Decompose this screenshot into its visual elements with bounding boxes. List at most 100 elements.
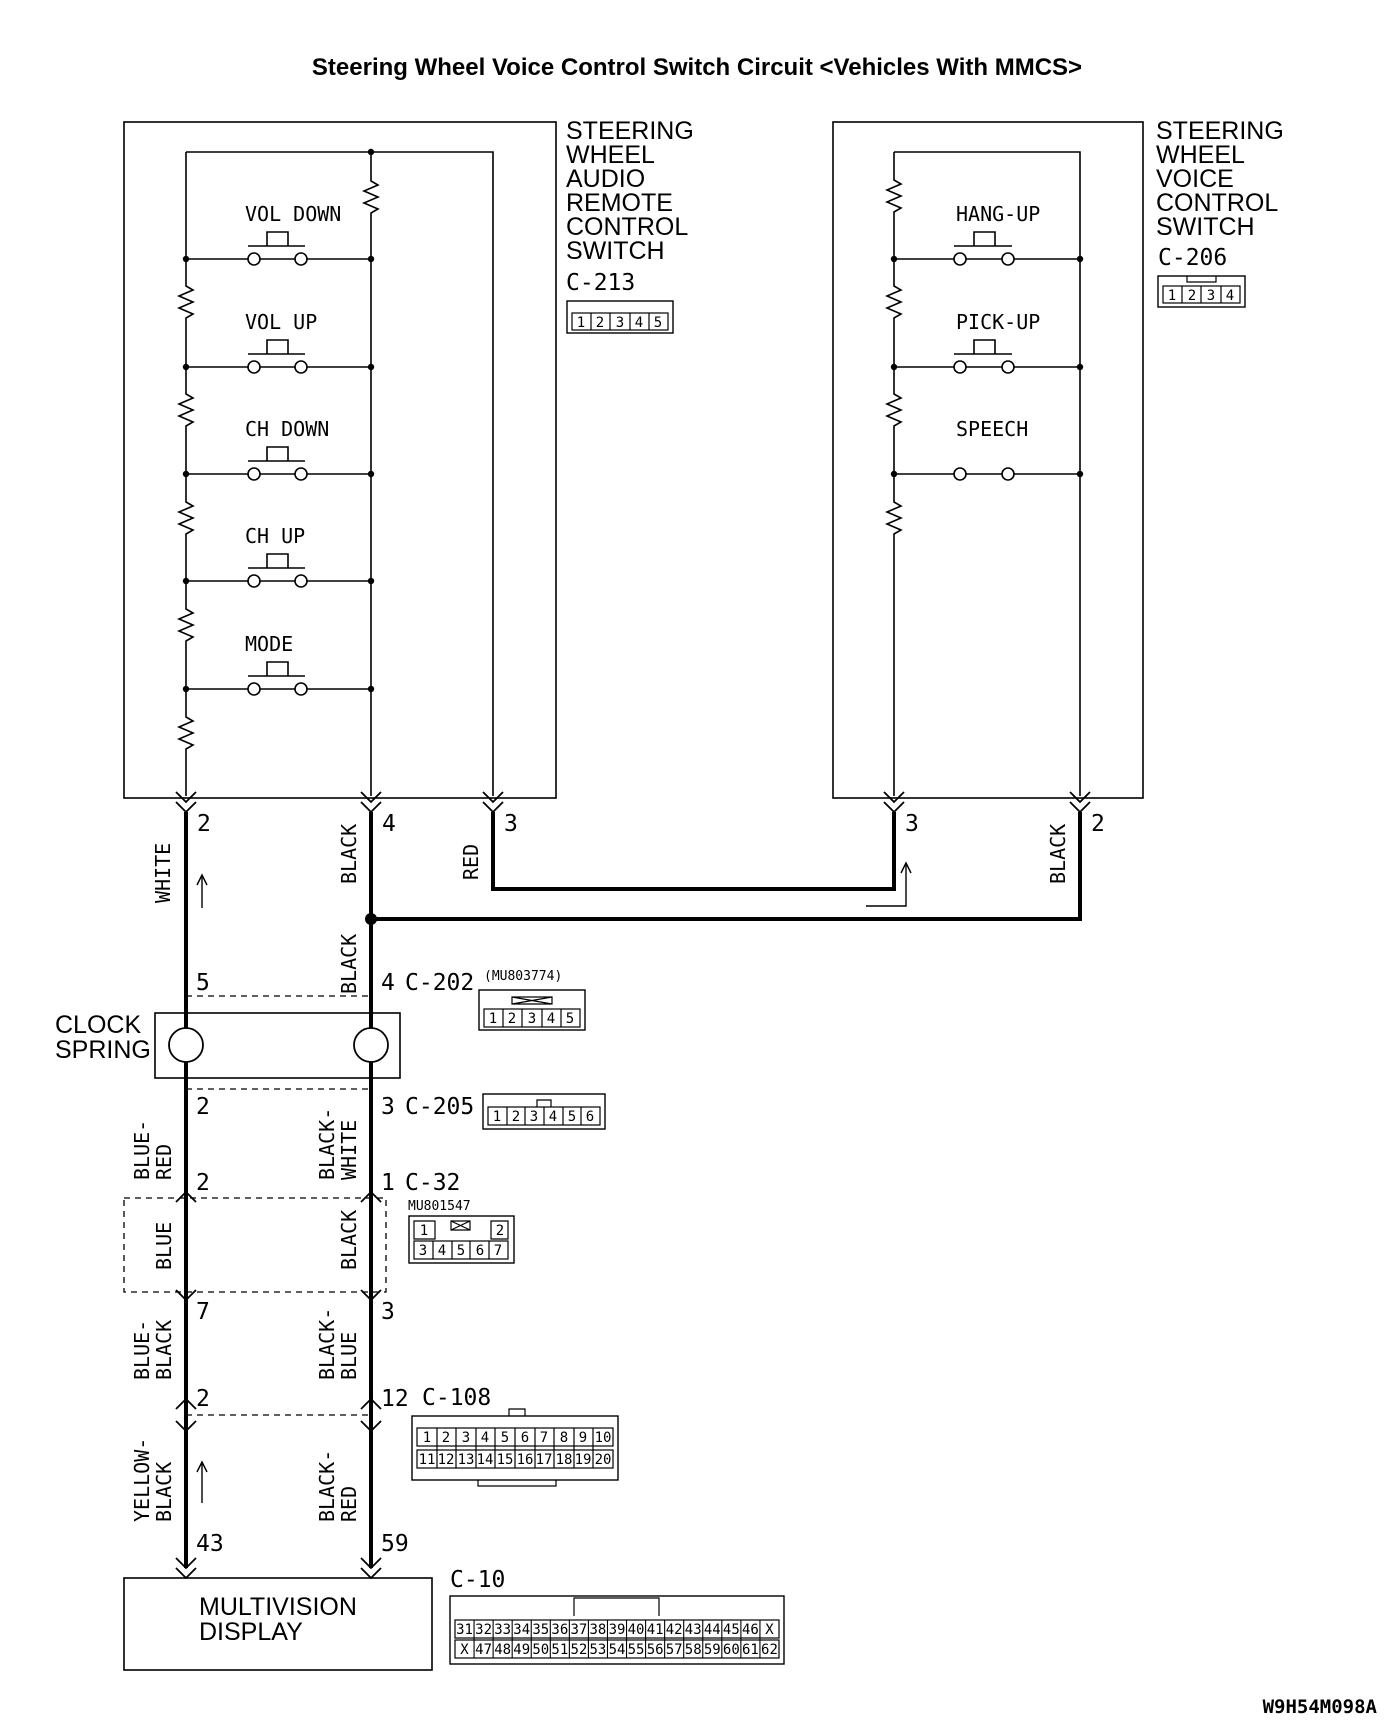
c10-pin: 61 <box>742 1642 759 1658</box>
c10-pin: 58 <box>685 1642 702 1658</box>
voice-switch-name: STEERING WHEEL VOICE CONTROL SWITCH <box>1156 117 1291 241</box>
svg-text:RED: RED <box>152 1144 176 1180</box>
svg-text:RED: RED <box>459 844 483 880</box>
c10-pin: 50 <box>532 1642 549 1658</box>
c10-pin: 52 <box>570 1642 587 1658</box>
audio-switch-frame <box>185 151 494 796</box>
vol-up-label: VOL UP <box>245 310 317 334</box>
hang-up-label: HANG-UP <box>956 202 1040 226</box>
splice-point <box>365 913 377 925</box>
voice-pin-red: 3 <box>905 811 919 837</box>
c10-pin: 45 <box>723 1622 740 1638</box>
svg-text:2: 2 <box>196 1386 210 1412</box>
c10-pin: 56 <box>647 1642 664 1658</box>
c32-part-number: MU801547 <box>408 1199 471 1214</box>
audio-ladder-resistors <box>176 259 196 796</box>
c10-pin: 41 <box>647 1622 664 1638</box>
c10-pin: 48 <box>494 1642 511 1658</box>
audio-switch-name: STEERING WHEEL AUDIO REMOTE CONTROL SWIT… <box>566 117 701 265</box>
c10-pin: 46 <box>742 1622 759 1638</box>
svg-text:YELLOW-: YELLOW- <box>130 1438 154 1522</box>
svg-text:BLUE: BLUE <box>337 1332 361 1380</box>
voice-switch-housing <box>832 121 1144 799</box>
svg-text:43: 43 <box>196 1531 224 1557</box>
c10-pin: 44 <box>704 1622 721 1638</box>
c10-pin: 39 <box>609 1622 626 1638</box>
c10-pin: 34 <box>513 1622 530 1638</box>
c10-pin: 53 <box>590 1642 607 1658</box>
c213-label: C-213 <box>566 270 635 296</box>
speech-label: SPEECH <box>956 417 1028 441</box>
svg-text:BLUE-: BLUE- <box>130 1320 154 1380</box>
c10-pin: 59 <box>704 1642 721 1658</box>
c205-label: C-205 <box>405 1094 474 1120</box>
ch-down-label: CH DOWN <box>245 417 329 441</box>
svg-text:12: 12 <box>381 1386 409 1412</box>
svg-text:12: 12 <box>420 1223 504 1239</box>
svg-text:BLACK-: BLACK- <box>315 1108 339 1180</box>
c10-pin: 54 <box>609 1642 626 1658</box>
c10-label: C-10 <box>450 1567 505 1593</box>
c10-pin: 62 <box>761 1642 778 1658</box>
c108-label: C-108 <box>422 1385 491 1411</box>
display-name: MULTIVISION DISPLAY <box>199 1593 364 1646</box>
c10-pin: 43 <box>685 1622 702 1638</box>
c10-pin: 57 <box>666 1642 683 1658</box>
ch-up-label: CH UP <box>245 524 305 548</box>
svg-text:BLUE: BLUE <box>152 1222 176 1270</box>
svg-text:BLACK: BLACK <box>1046 824 1070 884</box>
c10-pin: 49 <box>513 1642 530 1658</box>
c202-label: C-202 <box>405 970 474 996</box>
svg-text:BLUE-: BLUE- <box>130 1120 154 1180</box>
svg-text:WHITE: WHITE <box>151 843 175 903</box>
voice-switch-frame <box>894 151 1081 796</box>
voice-pin-black: 2 <box>1091 811 1105 837</box>
svg-text:RED: RED <box>337 1486 361 1522</box>
svg-text:2: 2 <box>196 1094 210 1120</box>
vol-down-label: VOL DOWN <box>245 202 341 226</box>
svg-text:3: 3 <box>381 1094 395 1120</box>
c206-label: C-206 <box>1158 245 1227 271</box>
c10-pin: 37 <box>570 1622 587 1638</box>
svg-text:WHITE: WHITE <box>337 1120 361 1180</box>
audio-switch-housing <box>123 121 557 799</box>
clock-spring: CLOCK SPRING <box>55 1011 401 1079</box>
voice-control-switch: HANG-UP PICK-UP SPEECH STEERING WHEEL VO… <box>832 117 1291 799</box>
c10-pin: 47 <box>475 1642 492 1658</box>
audio-pin-white: 2 <box>197 811 211 837</box>
clock-spring-label: CLOCK SPRING <box>55 1011 151 1064</box>
svg-text:59: 59 <box>381 1531 409 1557</box>
voice-switch-rungs <box>894 231 1080 481</box>
wire-color-labels: WHITE BLACK RED BLACK BLACK BLUE- RED BL… <box>130 824 1070 1522</box>
audio-top-resistor <box>361 152 381 796</box>
svg-text:2: 2 <box>196 1170 210 1196</box>
svg-text:BLACK: BLACK <box>337 1210 361 1270</box>
svg-text:BLACK: BLACK <box>152 1462 176 1522</box>
svg-text:3: 3 <box>381 1299 395 1325</box>
svg-text:BLACK: BLACK <box>337 934 361 994</box>
svg-text:BLACK: BLACK <box>337 824 361 884</box>
audio-pin-red: 3 <box>504 811 518 837</box>
c10-pin: 51 <box>551 1642 568 1658</box>
svg-text:5: 5 <box>196 970 210 996</box>
c10-pin: X <box>460 1642 469 1658</box>
pick-up-label: PICK-UP <box>956 310 1040 334</box>
signal-arrows <box>196 861 912 1503</box>
svg-text:BLACK: BLACK <box>152 1320 176 1380</box>
